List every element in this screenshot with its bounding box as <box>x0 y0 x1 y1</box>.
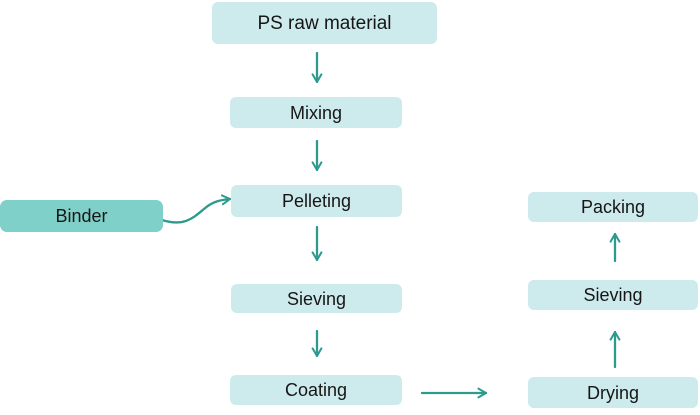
node-label: Pelleting <box>281 191 352 211</box>
node-packing: Packing <box>528 192 698 222</box>
node-mixing: Mixing <box>230 97 402 128</box>
arrow-binder-to-pelleting <box>160 194 232 224</box>
node-coating: Coating <box>230 375 402 405</box>
node-sieving-left: Sieving <box>231 284 402 313</box>
node-label: Packing <box>580 197 646 217</box>
node-ps-raw-material: PS raw material <box>212 2 437 44</box>
node-sieving-right: Sieving <box>528 280 698 310</box>
node-label: Mixing <box>289 102 342 123</box>
node-binder: Binder <box>0 200 163 232</box>
node-drying: Drying <box>528 377 698 408</box>
node-label: Sieving <box>583 285 643 305</box>
node-label: Binder <box>55 206 108 226</box>
node-label: PS raw material <box>257 12 392 34</box>
node-pelleting: Pelleting <box>231 185 402 217</box>
node-label: Sieving <box>286 288 347 309</box>
node-label: Coating <box>284 380 348 400</box>
node-label: Drying <box>586 382 639 403</box>
